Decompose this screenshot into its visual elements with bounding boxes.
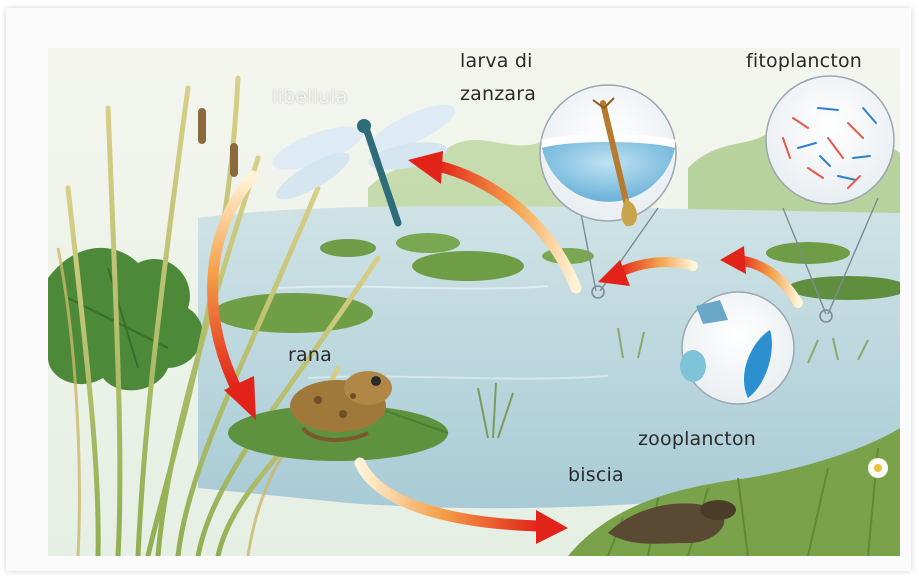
label-libellula: libellula [272,86,348,108]
label-zooplancton: zooplancton [638,428,756,450]
pond-scene: libellula larva di zanzara fitoplancton … [48,48,900,556]
label-larva-line2: zanzara [460,83,536,105]
label-fitoplancton: fitoplancton [746,50,862,72]
pond-illustration [48,48,900,556]
figure-frame: libellula larva di zanzara fitoplancton … [6,8,911,571]
label-biscia: biscia [568,464,624,486]
label-larva-line1: larva di [460,50,533,72]
label-rana: rana [288,344,332,366]
